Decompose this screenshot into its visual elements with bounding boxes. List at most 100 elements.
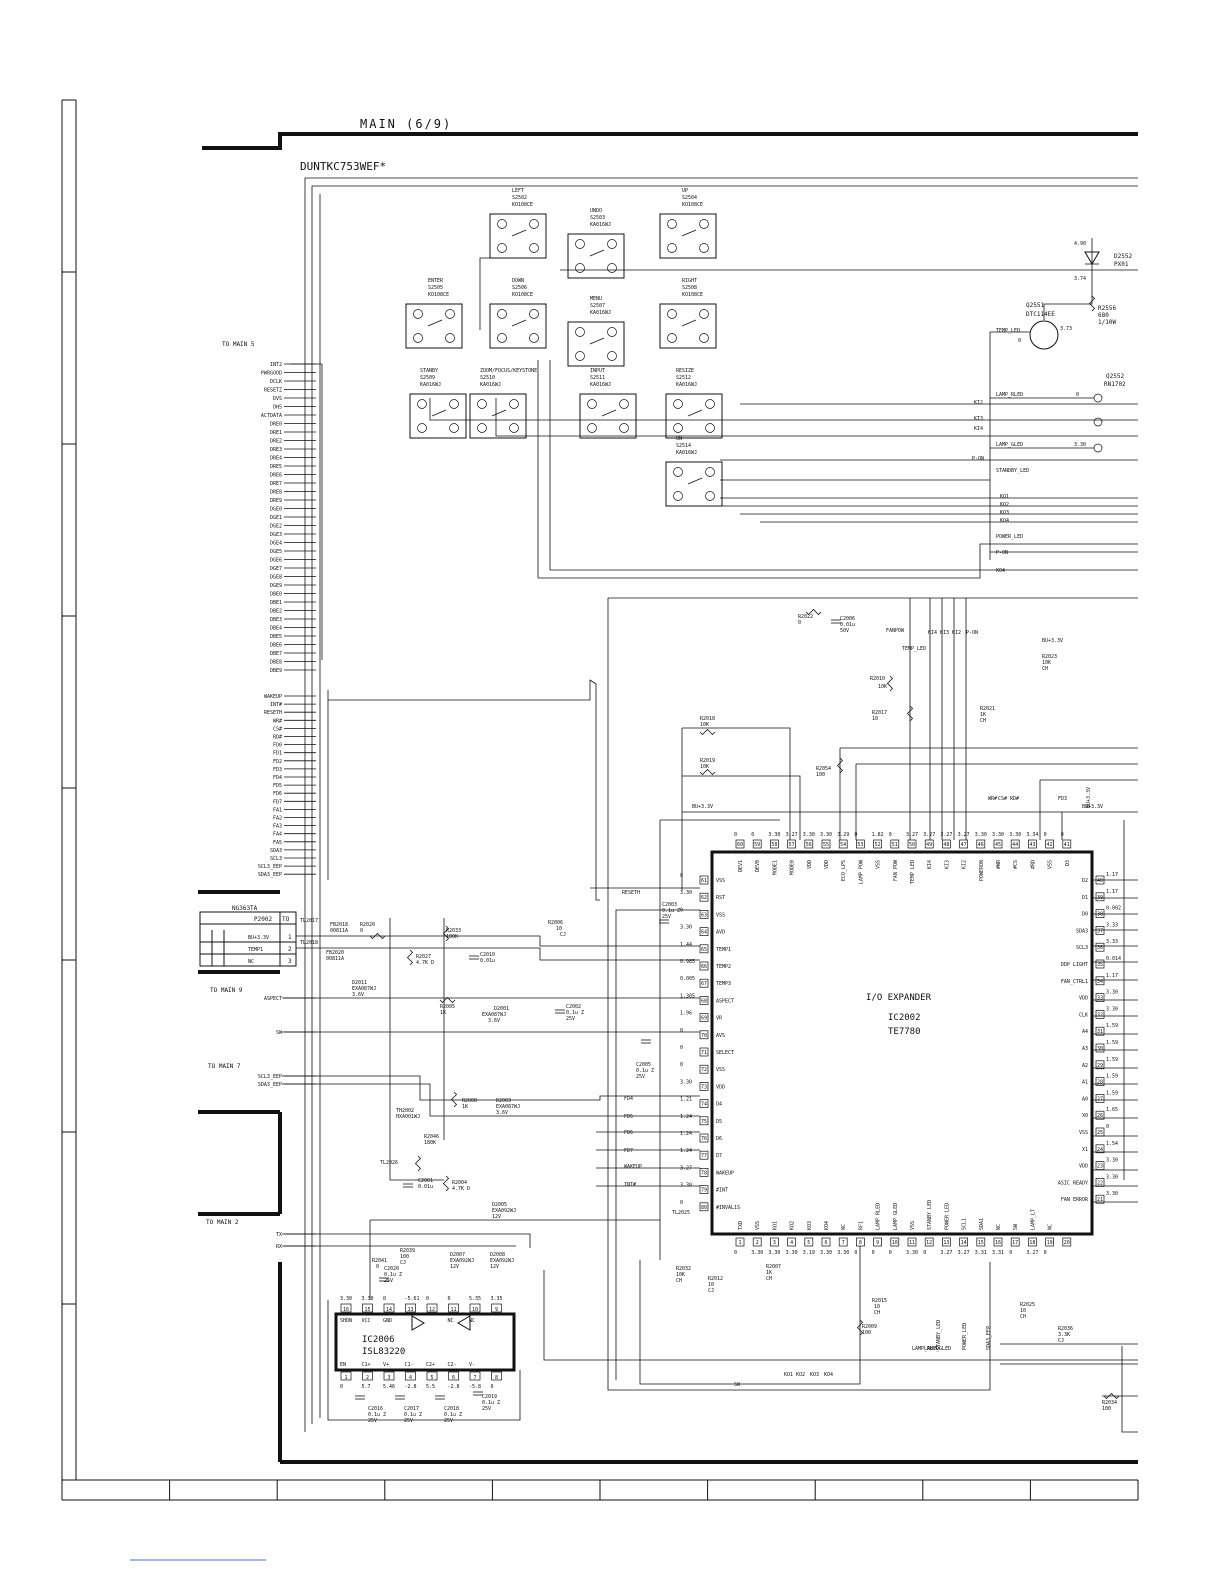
svg-text:4.90: 4.90	[1074, 241, 1086, 247]
pin-voltage: 3.30	[820, 832, 832, 838]
switch-name: ZOOM/FOCUS/KEYSTONE	[480, 368, 537, 374]
signal-label: DBE5	[270, 634, 282, 640]
p2002-header: NG363TA	[232, 905, 258, 912]
ic2006-part: ISL83220	[362, 1347, 405, 1357]
pin-name: VSS	[716, 912, 725, 918]
signal-label: FD0	[273, 743, 282, 749]
ic2002-pin	[699, 944, 709, 954]
signal-label: RESETH	[264, 710, 282, 716]
pin-number: 52	[875, 842, 881, 848]
component-label: R2017	[872, 710, 887, 716]
switch-ref: S2503	[590, 215, 605, 221]
pin-name: D0	[1082, 912, 1088, 918]
resistor-icon	[439, 996, 456, 1004]
switch-pin	[497, 333, 507, 343]
component-label: C2020	[384, 1266, 399, 1272]
pin-name: VDD	[716, 1084, 725, 1090]
ic2002-pin	[804, 1237, 814, 1247]
to-main9-label: TO MAIN 9	[210, 987, 243, 994]
net-label: POWER_LED	[996, 534, 1023, 540]
ic2002-pin	[838, 839, 848, 849]
pin-number: 23	[1097, 1164, 1103, 1170]
pin-number: 40	[1097, 878, 1103, 884]
pin-voltage: 1.59	[1106, 1040, 1118, 1046]
pin-name: D4	[716, 1102, 722, 1108]
switch-ref: S2511	[590, 375, 605, 381]
component-label: TEMP_LED	[902, 646, 926, 652]
ic2002-pin	[770, 1237, 779, 1247]
pin-number: 5	[430, 1375, 433, 1381]
component-label: 100	[816, 772, 825, 778]
pin-voltage: 5.46	[383, 1384, 395, 1390]
p2002-ref: P2002	[254, 916, 272, 923]
pin-number: 6	[452, 1375, 455, 1381]
board-name: DUNTKC753WEF*	[300, 160, 386, 173]
ic2002-pin	[699, 961, 709, 971]
component-label: D2008	[490, 1252, 505, 1258]
ic2002-pin	[1095, 976, 1105, 986]
resistor-icon	[406, 949, 414, 966]
signal-label: DBE6	[270, 643, 282, 649]
component-label: R2041	[372, 1258, 387, 1264]
component-label: 100	[400, 1254, 409, 1260]
switch-frame	[567, 321, 625, 367]
ic2006-pin	[405, 1303, 416, 1313]
pin-name: CLK	[1079, 1012, 1088, 1018]
resistor-icon	[836, 757, 844, 774]
pin-number: 17	[1012, 1240, 1018, 1246]
key-net-labels: KI2KI3KI4P-ONSTANDBY_LEDKO1KO2KO3KO4POWE…	[972, 328, 1029, 574]
ic2006-pin	[383, 1371, 395, 1381]
component-label: R2012	[708, 1276, 723, 1282]
switch-pin	[445, 333, 455, 343]
ic2002-pin	[924, 839, 934, 849]
switch-pin	[699, 333, 709, 343]
component-label: WR#	[988, 796, 997, 802]
pin-voltage: 3.27	[958, 832, 970, 838]
switch-contact	[589, 337, 605, 345]
pin-number: 50	[909, 842, 915, 848]
ic2002-pin	[1045, 1237, 1054, 1247]
offsheet-blocks	[198, 890, 282, 1216]
switch-pin	[497, 219, 507, 229]
d2552-ref: D2552	[1114, 253, 1132, 260]
ic2002-pin	[699, 892, 709, 902]
component-label: BU+3.3V	[1086, 787, 1092, 808]
switch-pin	[417, 423, 427, 433]
component-label: 180K	[446, 934, 458, 940]
p2002-row-pin: 1	[288, 934, 292, 941]
pin-voltage: 0	[680, 1200, 683, 1206]
switch-pin	[667, 219, 677, 229]
component-label: CJ	[708, 1288, 714, 1294]
pin-name: SCL1	[962, 1218, 968, 1230]
driver-gate-icon	[411, 1315, 425, 1331]
ic2002-pin	[1095, 1110, 1105, 1120]
pin-number: 56	[806, 842, 812, 848]
pin-number: 79	[701, 1188, 707, 1194]
pin-number: 62	[701, 895, 707, 901]
ic2002-pin	[1095, 1026, 1105, 1036]
component-label: D2001	[494, 1006, 509, 1012]
component-label: EXA092WJ	[450, 1258, 474, 1264]
ic2002-part: TE7780	[888, 1027, 921, 1037]
component-label: CS#	[998, 796, 1007, 802]
component-label: TL2026	[380, 1160, 398, 1166]
component-label: 10	[556, 926, 562, 932]
component-label: R2020	[360, 922, 375, 928]
switch-part: KO108CE	[512, 292, 533, 298]
resistor-icon	[1088, 295, 1096, 312]
ic2002-pin	[907, 839, 917, 849]
pin-name: VSS	[755, 1221, 761, 1230]
ic2002-pin	[924, 1237, 934, 1247]
pin-number: 1	[344, 1375, 347, 1381]
component-label: CH	[1042, 666, 1048, 672]
component-label: 12V	[490, 1264, 499, 1270]
component-label: R2054	[816, 766, 831, 772]
component-label: 10	[708, 1282, 714, 1288]
component-label: FD4	[624, 1096, 633, 1102]
signal-label: SCL3_EEP	[258, 1074, 282, 1080]
